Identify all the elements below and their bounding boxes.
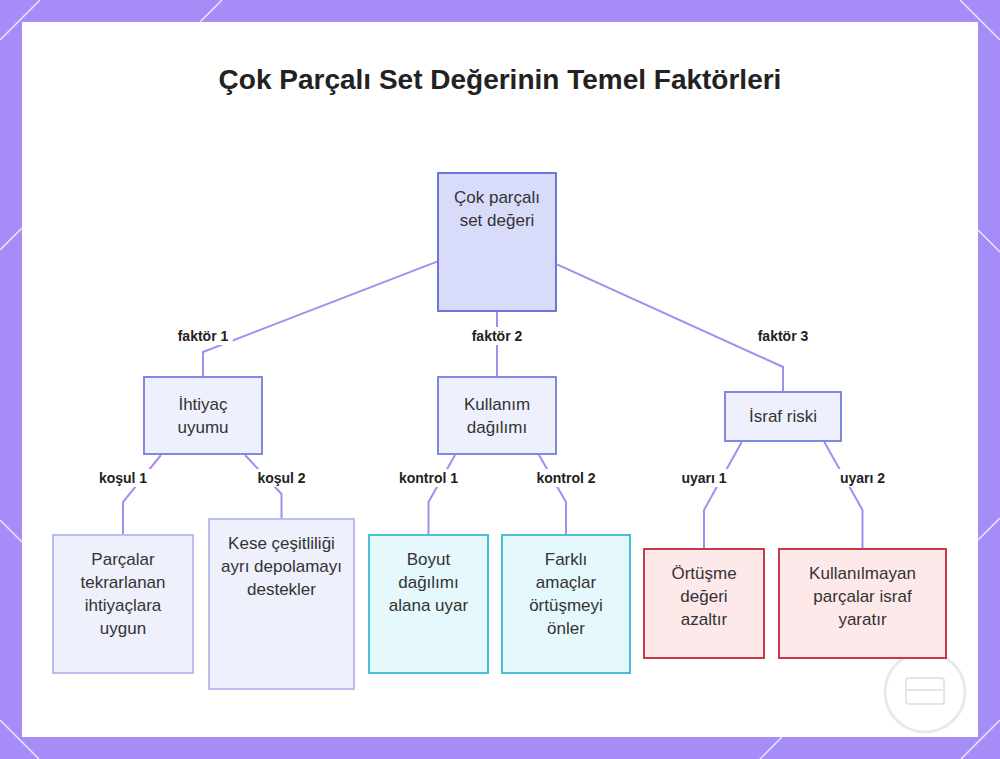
node-text: Kullanılmayan parçalar israf yaratır bbox=[790, 562, 935, 631]
factor-box: Kullanım dağılımı bbox=[437, 376, 557, 455]
node-text: Kullanım dağılımı bbox=[449, 393, 545, 439]
warning-box: Örtüşme değeri azaltır bbox=[643, 548, 765, 659]
connector-line bbox=[704, 442, 742, 548]
node-text: İhtiyaç uyumu bbox=[155, 393, 251, 439]
edge-label: faktör 2 bbox=[468, 327, 527, 345]
edge-label: faktör 1 bbox=[174, 327, 233, 345]
connector-line bbox=[429, 455, 456, 534]
node-text: İsraf riski bbox=[749, 405, 817, 428]
warning-box: Kullanılmayan parçalar israf yaratır bbox=[778, 548, 947, 659]
root-box: Çok parçalı set değeri bbox=[437, 172, 557, 312]
control-box: Farklı amaçlar örtüşmeyi önler bbox=[501, 534, 631, 674]
watermark-logo bbox=[885, 652, 965, 732]
diagram-title: Çok Parçalı Set Değerinin Temel Faktörle… bbox=[200, 60, 800, 100]
node-text: Örtüşme değeri azaltır bbox=[655, 562, 753, 631]
connector-line bbox=[539, 455, 566, 534]
factor-box: İhtiyaç uyumu bbox=[143, 376, 263, 455]
edge-label: koşul 1 bbox=[95, 469, 151, 487]
connector-line bbox=[824, 442, 862, 548]
node-text: Farklı amaçlar örtüşmeyi önler bbox=[513, 548, 619, 640]
edge-label: koşul 2 bbox=[253, 469, 309, 487]
edge-label: uyarı 2 bbox=[836, 469, 889, 487]
node-text: Boyut dağılımı alana uyar bbox=[380, 548, 477, 617]
edge-label: faktör 3 bbox=[754, 327, 813, 345]
connector-line bbox=[123, 455, 161, 534]
edge-label: kontrol 2 bbox=[532, 469, 599, 487]
condition-box: Parçalar tekrarlanan ihtiyaçlara uygun bbox=[52, 534, 194, 674]
node-text: Kese çeşitliliği ayrı depolamayı destekl… bbox=[220, 532, 343, 601]
node-text: Parçalar tekrarlanan ihtiyaçlara uygun bbox=[64, 548, 182, 640]
condition-box: Kese çeşitliliği ayrı depolamayı destekl… bbox=[208, 518, 355, 690]
white-panel bbox=[22, 22, 978, 737]
control-box: Boyut dağılımı alana uyar bbox=[368, 534, 489, 674]
node-text: Çok parçalı set değeri bbox=[449, 186, 545, 232]
factor-box: İsraf riski bbox=[724, 391, 842, 442]
edge-label: uyarı 1 bbox=[677, 469, 730, 487]
connector-line bbox=[557, 264, 783, 391]
connector-line bbox=[203, 262, 437, 376]
edge-label: kontrol 1 bbox=[395, 469, 462, 487]
